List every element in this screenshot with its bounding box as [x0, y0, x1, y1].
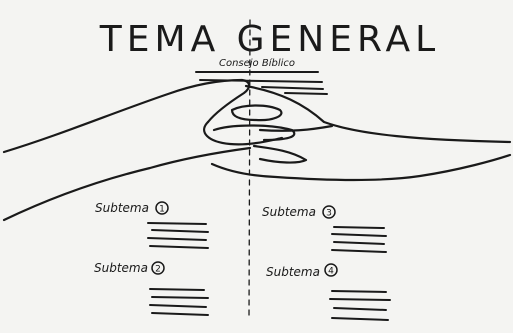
subtopic-4: Subtema 4 [266, 263, 391, 321]
subtopic-label: Subtema [266, 265, 320, 279]
subtopic-label: Subtema [262, 205, 316, 219]
main-title: TEMA GENERAL [99, 19, 440, 60]
subtopic-number: 4 [328, 267, 334, 277]
subtopic-2: Subtema 2 [94, 261, 209, 316]
subtopic-number: 2 [155, 265, 161, 275]
number-circle [155, 201, 169, 215]
subtitle: Consejo Bíblico [219, 57, 295, 69]
subtopic-label: Subtema [95, 201, 149, 215]
number-circle [322, 205, 336, 219]
number-circle [324, 263, 338, 277]
subtopic-number: 1 [159, 205, 165, 215]
number-circle [151, 261, 165, 275]
subtopic-3: Subtema 3 [262, 205, 387, 253]
hands-clasped-drawing [2, 78, 512, 222]
subtopic-number: 3 [326, 209, 332, 219]
subtopic-label: Subtema [94, 261, 148, 275]
subtopic-1: Subtema 1 [95, 201, 209, 249]
center-divider [248, 19, 251, 319]
